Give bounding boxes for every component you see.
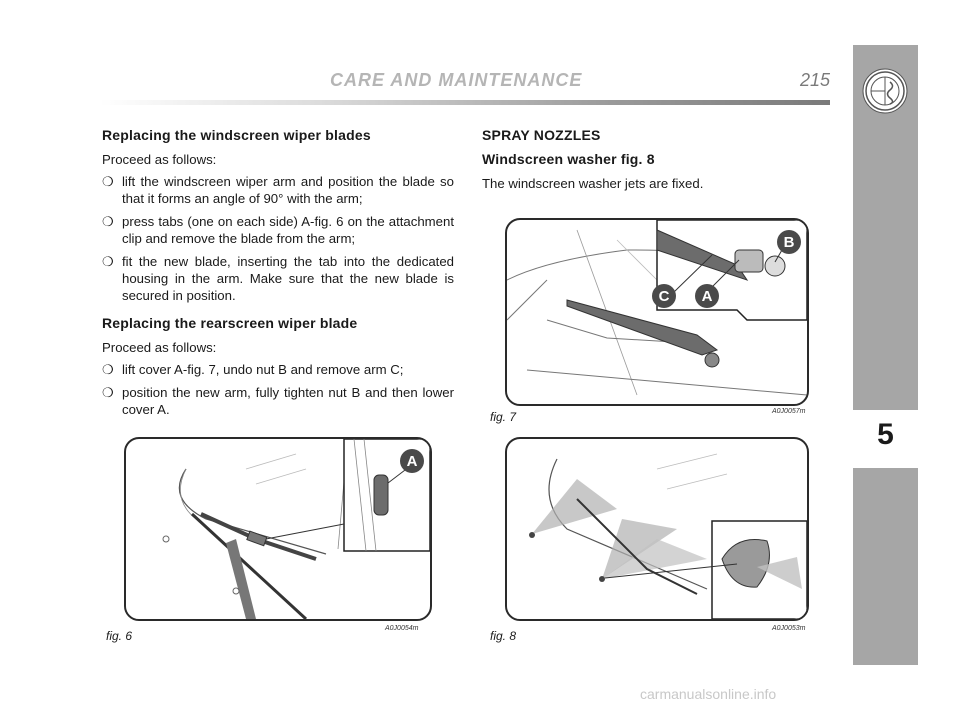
figure-label: fig. 7: [490, 410, 517, 424]
section-heading-windscreen-wiper: Replacing the windscreen wiper blades: [102, 127, 371, 143]
spray-nozzles-heading: SPRAY NOZZLES: [482, 127, 601, 143]
chapter-tab[interactable]: [853, 410, 918, 468]
list-item: ❍position the new arm, fully tighten nut…: [102, 385, 454, 417]
callout-a: A: [702, 288, 713, 305]
figure-rear-wiper: C A B: [505, 218, 809, 406]
figure-windscreen-wiper: A: [124, 437, 432, 621]
bullet-icon: ❍: [102, 214, 114, 229]
figure-windscreen-washer: [505, 437, 809, 621]
windscreen-washer-illustration: [529, 453, 807, 619]
section-heading-rearscreen-wiper: Replacing the rearscreen wiper blade: [102, 315, 358, 331]
washer-text: The windscreen washer jets are fixed.: [482, 176, 704, 191]
right-column: SPRAY NOZZLES Windscreen washer fig. 8 T…: [482, 127, 827, 197]
section-title: CARE AND MAINTENANCE: [330, 70, 583, 90]
figure-label: fig. 8: [490, 629, 517, 643]
bullet-icon: ❍: [102, 362, 114, 377]
chapter-number: 5: [877, 418, 894, 451]
figure-code: A0J0057m: [772, 408, 806, 415]
bullet-icon: ❍: [102, 174, 114, 189]
windscreen-washer-heading: Windscreen washer fig. 8: [482, 151, 655, 167]
list-item: ❍press tabs (one on each side) A-fig. 6 …: [102, 214, 454, 246]
section-intro: Proceed as follows:: [102, 340, 217, 355]
figure-code: A0J0053m: [772, 625, 806, 632]
callout-c: C: [659, 288, 670, 305]
list-item: ❍lift the windscreen wiper arm and posit…: [102, 174, 454, 206]
section-intro: Proceed as follows:: [102, 152, 217, 167]
list-item: ❍lift cover A-fig. 7, undo nut B and rem…: [102, 362, 404, 377]
figure-code: A0J0054m: [385, 625, 419, 632]
callout-a: A: [407, 453, 418, 470]
bullet-icon: ❍: [102, 254, 114, 269]
watermark: carmanualsonline.info: [640, 686, 777, 702]
list-item: ❍fit the new blade, inserting the tab in…: [102, 254, 454, 303]
instruction-list: ❍lift cover A-fig. 7, undo nut B and rem…: [102, 361, 454, 418]
callout-b: B: [784, 234, 795, 251]
chapter-sidebar: [853, 45, 918, 665]
alfa-romeo-logo-icon: [862, 68, 908, 114]
page-number: 215: [800, 70, 831, 90]
header-rule: [100, 100, 830, 105]
left-column: Replacing the windscreen wiper blades Pr…: [102, 127, 454, 429]
figure-label: fig. 6: [106, 629, 133, 643]
rear-wiper-illustration: C A B: [507, 220, 807, 396]
bullet-icon: ❍: [102, 385, 114, 400]
windscreen-wiper-illustration: A: [162, 439, 430, 619]
instruction-list: ❍lift the windscreen wiper arm and posit…: [102, 173, 454, 304]
